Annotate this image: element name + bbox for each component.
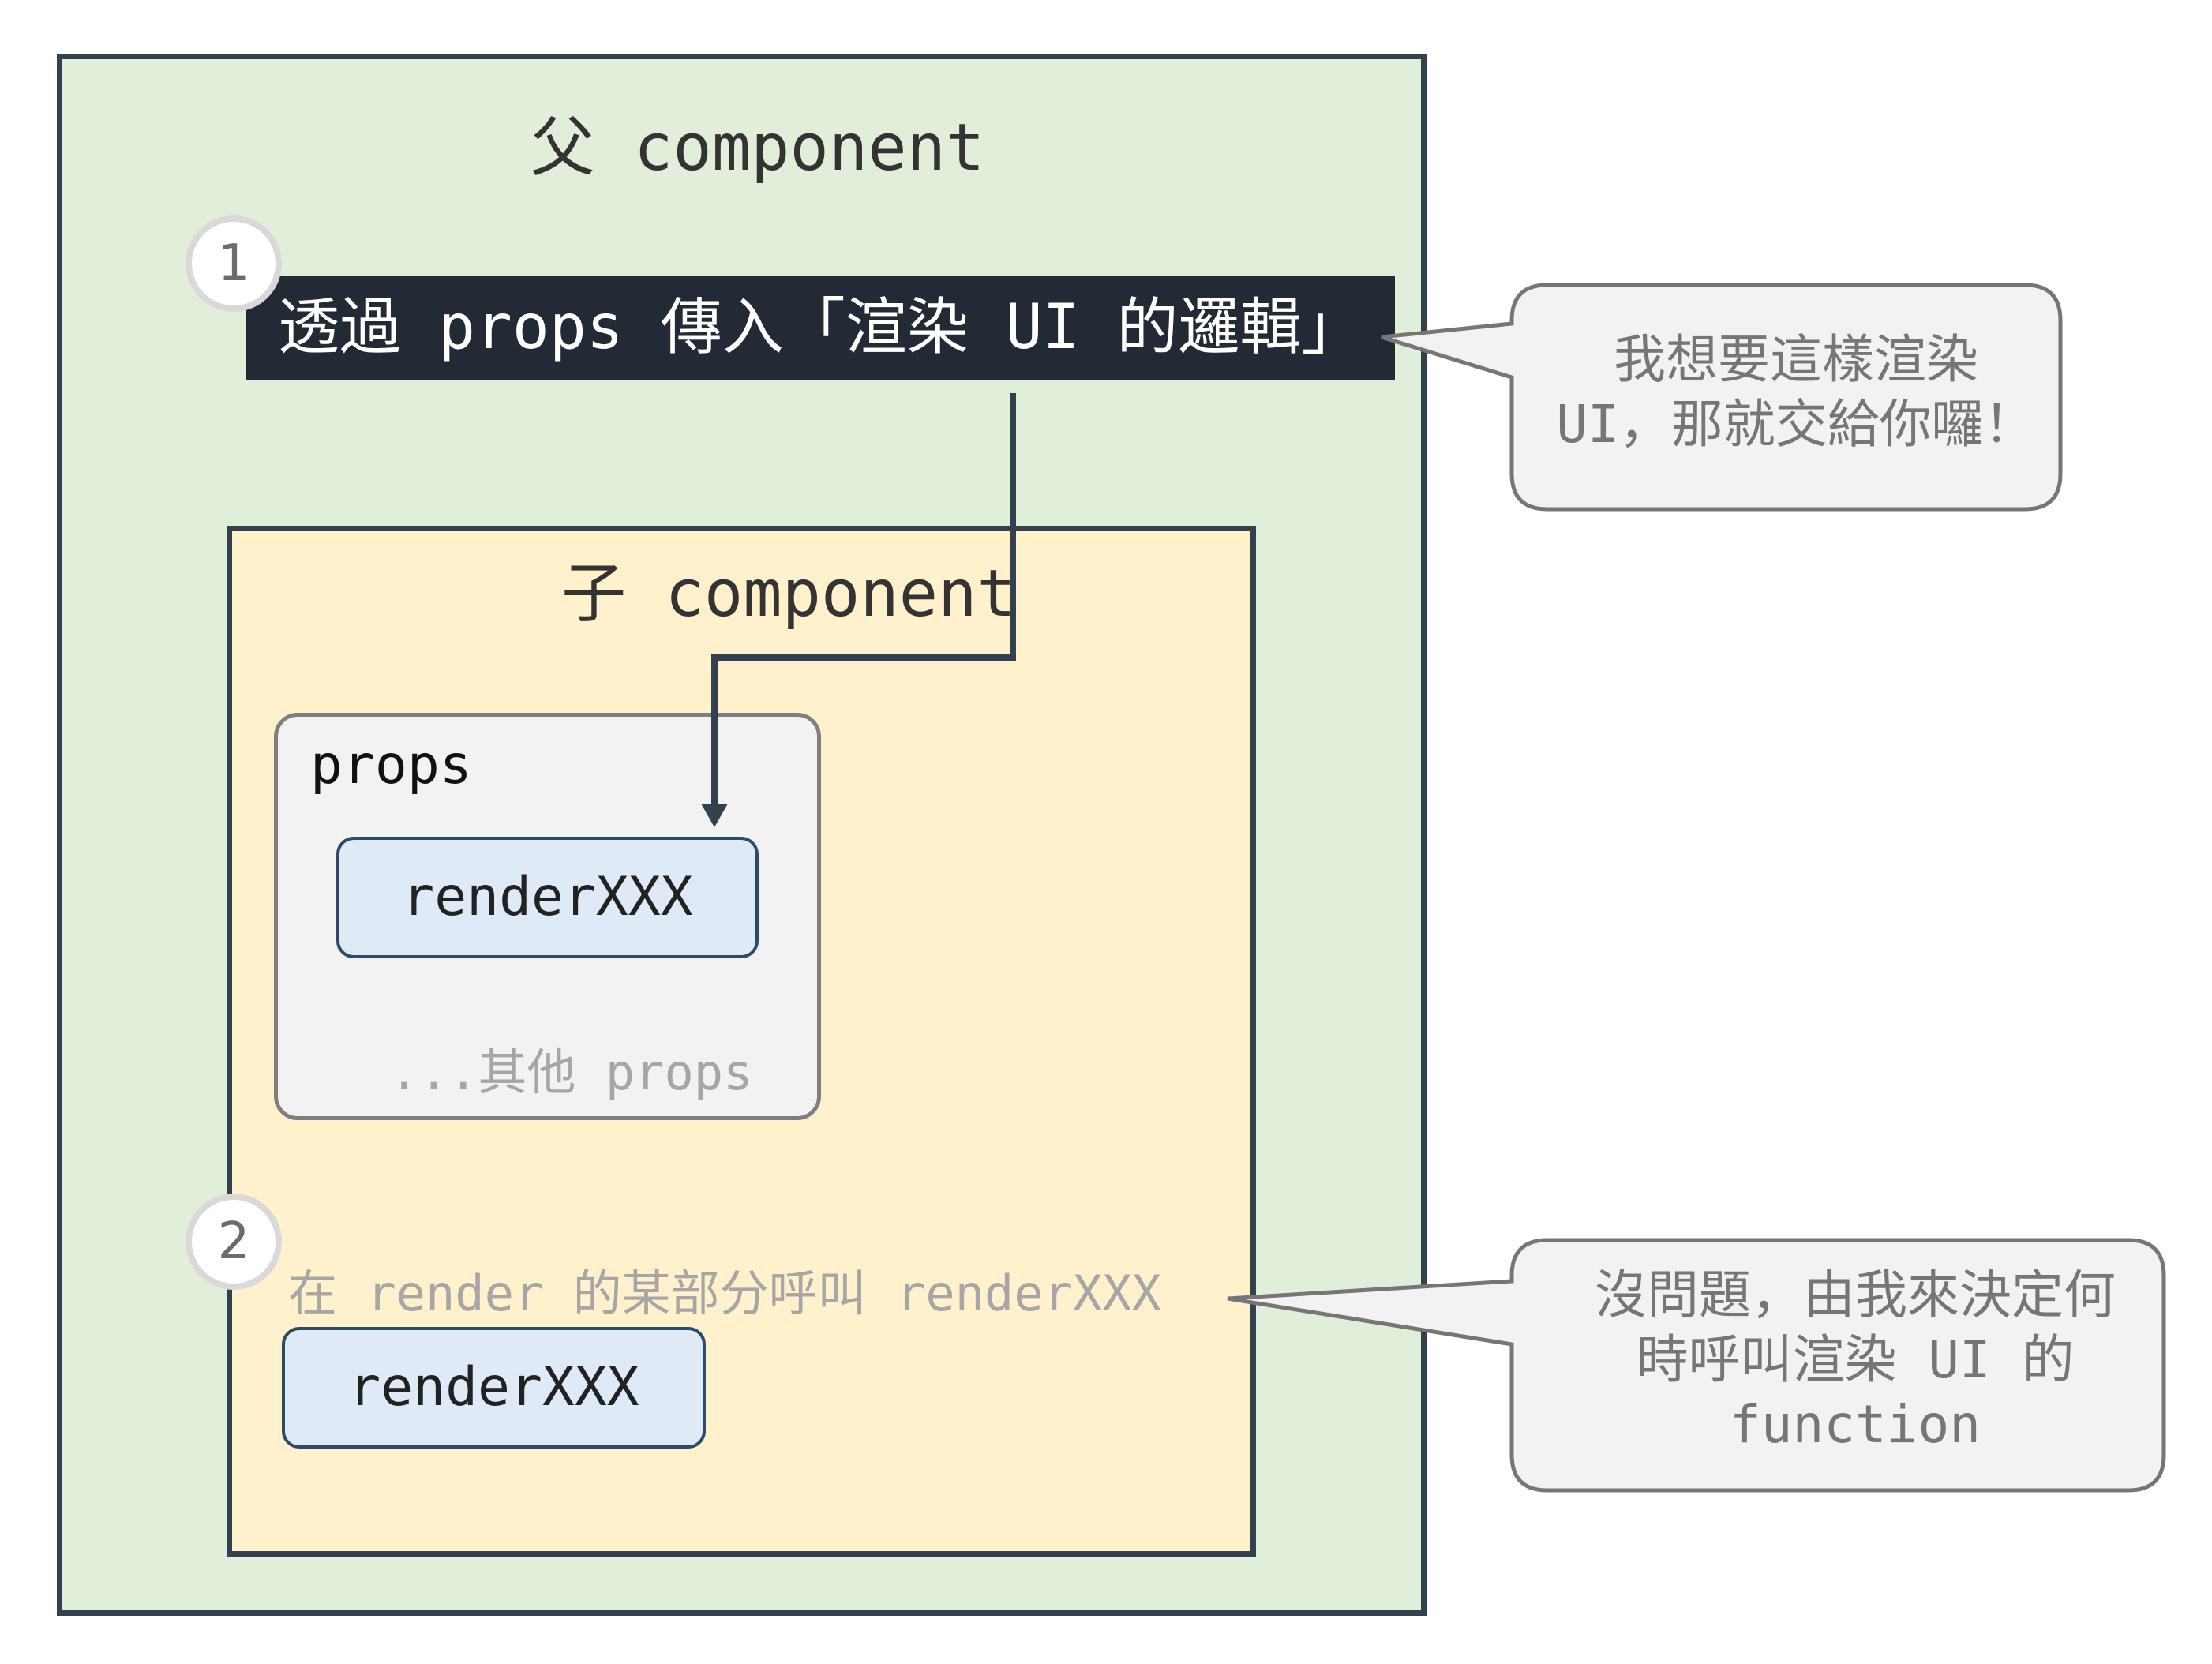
child-callout-line-2: 時呼叫渲染 UI 的 <box>1636 1329 2075 1390</box>
parent-callout-text: 我想要這樣渲染 UI，那就交給你囉！ <box>1520 328 2072 457</box>
child-callout-text: 沒問題，由我來決定何 時呼叫渲染 UI 的 function <box>1547 1263 2163 1457</box>
parent-callout-line-2: UI，那就交給你囉！ <box>1556 394 2036 455</box>
parent-callout-line-1: 我想要這樣渲染 <box>1614 329 1978 390</box>
arrowhead-icon <box>701 804 728 827</box>
step-1-badge: 1 <box>186 215 282 312</box>
other-props-label: ...其他 props <box>389 1044 753 1101</box>
child-callout-line-1: 沒問題，由我來決定何 <box>1595 1265 2116 1325</box>
props-label: props <box>310 734 472 796</box>
child-component-title: 子 component <box>561 557 1016 631</box>
render-call-box: renderXXX <box>282 1327 706 1449</box>
parent-callout-bubble <box>1381 283 2063 512</box>
call-render-label: 在 render 的某部分呼叫 renderXXX <box>288 1265 1161 1322</box>
parent-component-title: 父 component <box>530 111 985 186</box>
child-callout-bubble <box>1227 1238 2166 1493</box>
pass-props-header: 透過 props 傳入「渲染 UI 的邏輯」 <box>246 276 1395 380</box>
props-flow-arrow <box>711 393 1016 813</box>
child-callout-line-3: function <box>1730 1394 1981 1455</box>
render-prop-box: renderXXX <box>336 837 759 958</box>
step-2-badge: 2 <box>186 1194 282 1290</box>
